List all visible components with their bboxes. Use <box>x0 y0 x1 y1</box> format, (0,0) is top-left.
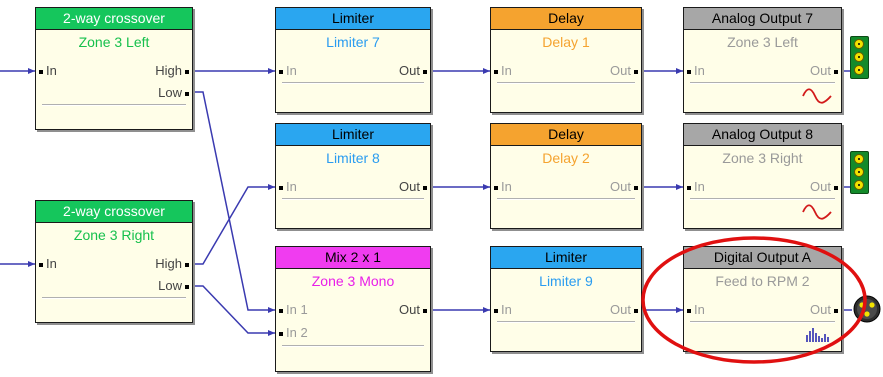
divider <box>497 321 635 323</box>
divider <box>690 321 835 323</box>
port-out[interactable]: Out <box>399 180 427 194</box>
port-in[interactable]: In <box>494 64 512 78</box>
delay-block-2[interactable]: Delay Delay 2 In Out <box>490 123 642 229</box>
crossover-block-zone3-right[interactable]: 2-way crossover Zone 3 Right In High Low <box>35 200 193 323</box>
port-out[interactable]: Out <box>610 303 638 317</box>
port-out[interactable]: Out <box>610 180 638 194</box>
digital-signal-icon <box>806 328 829 342</box>
port-in[interactable]: In <box>279 180 297 194</box>
divider <box>282 198 424 200</box>
port-in[interactable]: In <box>687 64 705 78</box>
block-title: Digital Output A <box>684 247 841 269</box>
connector-pin <box>854 52 864 62</box>
block-name: Delay 1 <box>542 34 590 50</box>
port-in[interactable]: In <box>687 303 705 317</box>
port-out[interactable]: Out <box>399 303 427 317</box>
port-low[interactable]: Low <box>158 279 189 293</box>
port-in[interactable]: In <box>687 180 705 194</box>
port-out[interactable]: Out <box>810 180 838 194</box>
analog-output-block-7[interactable]: Analog Output 7 Zone 3 Left In Out <box>683 7 842 113</box>
analog-output-block-8[interactable]: Analog Output 8 Zone 3 Right In Out <box>683 123 842 229</box>
port-out[interactable]: Out <box>810 303 838 317</box>
divider <box>497 82 635 84</box>
divider <box>690 198 835 200</box>
connector-pin <box>854 39 864 49</box>
highlight-ellipse <box>641 236 867 364</box>
block-name: Zone 3 Right <box>73 227 155 243</box>
block-name: Limiter 7 <box>326 34 380 50</box>
block-title: Limiter <box>276 8 430 30</box>
connector-pin <box>854 167 864 177</box>
limiter-block-9[interactable]: Limiter Limiter 9 In Out <box>490 246 642 352</box>
wire-xover1-low-mix-in1 <box>193 91 275 313</box>
block-title: Delay <box>491 124 641 146</box>
port-out[interactable]: Out <box>810 64 838 78</box>
divider <box>42 297 186 299</box>
limiter-block-8[interactable]: Limiter Limiter 8 In Out <box>275 123 431 229</box>
limiter-block-7[interactable]: Limiter Limiter 7 In Out <box>275 7 431 113</box>
wire-xover2-high-lim8 <box>193 184 275 265</box>
port-in[interactable]: In <box>494 303 512 317</box>
port-low[interactable]: Low <box>158 86 189 100</box>
connector-pin <box>854 180 864 190</box>
block-title: Limiter <box>276 124 430 146</box>
port-out[interactable]: Out <box>399 64 427 78</box>
port-in[interactable]: In <box>279 64 297 78</box>
terminal-block-connector-icon[interactable] <box>850 151 869 194</box>
block-name: Zone 3 Mono <box>311 273 395 289</box>
block-name: Zone 3 Left <box>78 34 150 50</box>
port-in-2[interactable]: In 2 <box>279 326 308 340</box>
connector-pin <box>854 154 864 164</box>
terminal-block-connector-icon[interactable] <box>850 36 869 79</box>
block-title: Analog Output 8 <box>684 124 841 146</box>
block-title: Delay <box>491 8 641 30</box>
port-out[interactable]: Out <box>610 64 638 78</box>
divider <box>690 82 835 84</box>
block-title: 2-way crossover <box>36 201 192 223</box>
block-name: Delay 2 <box>542 150 590 166</box>
connector-pin <box>854 65 864 75</box>
block-title: Analog Output 7 <box>684 8 841 30</box>
port-high[interactable]: High <box>155 64 189 78</box>
block-name: Feed to RPM 2 <box>715 273 810 289</box>
sine-wave-icon <box>802 88 832 104</box>
mixer-block-zone3-mono[interactable]: Mix 2 x 1 Zone 3 Mono In 1 Out In 2 <box>275 246 431 372</box>
divider <box>42 104 186 106</box>
wire-xover2-low-mix-in2 <box>193 285 275 336</box>
block-title: 2-way crossover <box>36 8 192 30</box>
port-in[interactable]: In <box>39 257 57 271</box>
port-in[interactable]: In <box>494 180 512 194</box>
port-high[interactable]: High <box>155 257 189 271</box>
crossover-block-zone3-left[interactable]: 2-way crossover Zone 3 Left In High Low <box>35 7 193 130</box>
sine-wave-icon <box>802 204 832 220</box>
delay-block-1[interactable]: Delay Delay 1 In Out <box>490 7 642 113</box>
port-in-1[interactable]: In 1 <box>279 303 308 317</box>
block-name: Zone 3 Left <box>727 34 798 50</box>
block-name: Zone 3 Right <box>722 150 803 166</box>
divider <box>282 82 424 84</box>
block-title: Limiter <box>491 247 641 269</box>
block-name: Limiter 9 <box>539 273 593 289</box>
port-in[interactable]: In <box>39 64 57 78</box>
block-title: Mix 2 x 1 <box>276 247 430 269</box>
block-name: Limiter 8 <box>326 150 380 166</box>
divider <box>497 198 635 200</box>
divider <box>282 345 424 347</box>
digital-output-block-a[interactable]: Digital Output A Feed to RPM 2 In Out <box>683 246 842 352</box>
